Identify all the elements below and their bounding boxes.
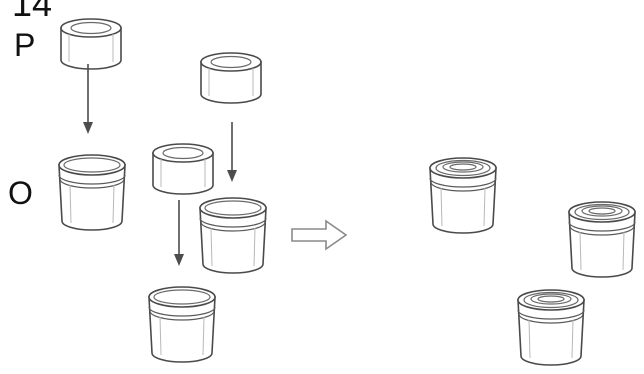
assembled-part-1 [429, 157, 497, 234]
arrow-down-1 [83, 64, 93, 134]
label-p: P [14, 27, 35, 63]
lid-p-2 [152, 143, 214, 195]
cup-o-1 [58, 154, 126, 231]
cup-o-3 [199, 197, 267, 274]
arrow-down-3 [227, 122, 237, 182]
lid-p-1 [60, 18, 122, 70]
label-o: O [8, 175, 33, 211]
result-arrow-icon [291, 219, 348, 251]
figure-number: 14 [12, 0, 52, 24]
cup-o-2 [148, 286, 216, 363]
arrow-down-2 [174, 200, 184, 266]
lid-p-3 [200, 52, 262, 104]
assembled-part-3 [517, 289, 585, 366]
assembled-part-2 [568, 201, 636, 278]
